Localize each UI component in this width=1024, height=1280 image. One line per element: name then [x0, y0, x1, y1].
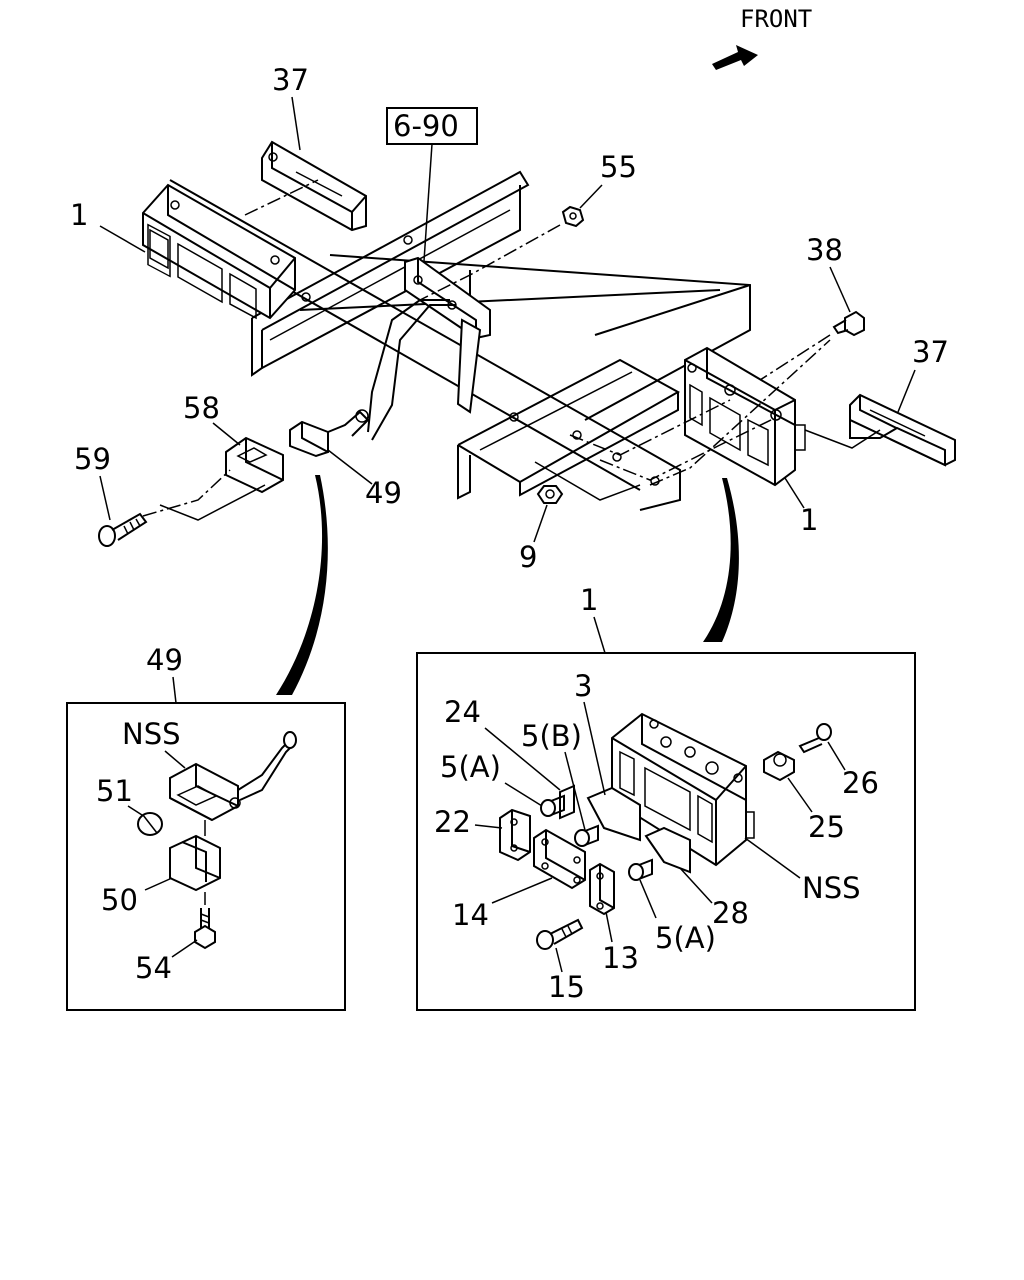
label-15: 15 [548, 970, 585, 1004]
label-59: 59 [74, 442, 111, 476]
label-50: 50 [101, 883, 138, 917]
pin-5a-bottom[interactable] [628, 858, 653, 881]
sensor-bracket[interactable] [404, 256, 491, 414]
label-1-left: 1 [70, 198, 88, 232]
pin-5b[interactable] [574, 824, 599, 847]
label-54: 54 [135, 951, 172, 985]
screw-15[interactable] [536, 918, 584, 950]
label-13: 13 [602, 941, 639, 975]
inset-49-nss: NSS [122, 717, 181, 751]
sensor-49-detail[interactable] [169, 731, 297, 822]
label-1-right: 1 [800, 503, 818, 537]
front-arrow-icon [712, 45, 758, 70]
plate-3[interactable] [586, 786, 641, 842]
bolt-59[interactable] [98, 512, 148, 547]
cover-37-top[interactable] [261, 140, 367, 232]
bracket-50[interactable] [169, 834, 221, 892]
nut-55[interactable] [561, 205, 585, 228]
plate-22[interactable] [499, 808, 531, 862]
inset-49-title: 49 [146, 643, 183, 677]
front-label: FRONT [740, 5, 812, 33]
label-9: 9 [519, 540, 537, 574]
label-24: 24 [444, 695, 481, 729]
label-37-right: 37 [912, 335, 949, 369]
plate-24[interactable] [559, 784, 575, 820]
bolt-54[interactable] [194, 908, 216, 950]
inset-49: 49 NSS 51 50 [66, 643, 346, 1011]
plate-28[interactable] [644, 826, 691, 874]
nut-9[interactable] [536, 485, 564, 504]
label-14: 14 [452, 898, 489, 932]
clip-51[interactable] [137, 812, 163, 836]
label-51: 51 [96, 774, 133, 808]
chassis-frame [149, 170, 751, 511]
label-3: 3 [574, 669, 592, 703]
label-58: 58 [183, 391, 220, 425]
label-5a-top: 5(A) [440, 750, 501, 784]
plate-13[interactable] [589, 862, 615, 916]
label-26: 26 [842, 766, 879, 800]
label-55: 55 [600, 150, 637, 184]
inset-1: 1 [416, 583, 916, 1011]
callout-49 [276, 475, 328, 695]
sensor-49-main[interactable] [289, 409, 370, 458]
pin-5a-top[interactable] [540, 794, 565, 817]
label-5b: 5(B) [521, 719, 582, 753]
label-nss-inset1: NSS [802, 871, 861, 905]
nut-25[interactable] [763, 750, 795, 782]
cover-37-right[interactable] [849, 393, 956, 467]
reference-box-label: 6-90 [393, 109, 459, 143]
label-22: 22 [434, 805, 471, 839]
bolt-26[interactable] [798, 723, 832, 754]
label-49: 49 [365, 476, 402, 510]
label-37-top: 37 [272, 63, 309, 97]
label-5a-bottom: 5(A) [655, 921, 716, 955]
sensor-cover-58[interactable] [225, 436, 284, 494]
cover-14[interactable] [533, 828, 586, 890]
label-28: 28 [712, 896, 749, 930]
callout-1 [703, 478, 739, 642]
inset-1-title: 1 [580, 583, 598, 617]
label-25: 25 [808, 810, 845, 844]
label-38: 38 [806, 233, 843, 267]
bolt-38[interactable] [832, 310, 865, 337]
bracket-1-left[interactable] [142, 183, 296, 320]
bracket-1-right[interactable] [684, 346, 806, 487]
